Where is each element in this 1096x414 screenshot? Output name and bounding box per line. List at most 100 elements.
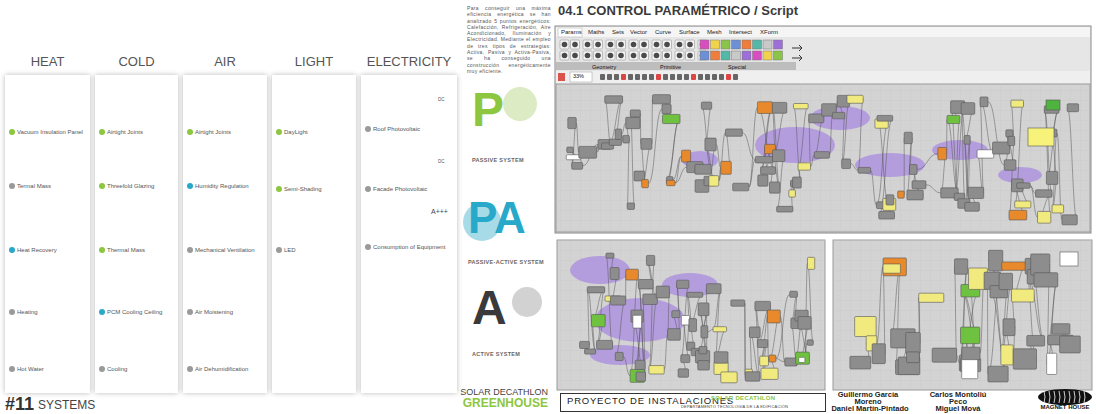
wire	[798, 106, 808, 166]
window-frame	[555, 26, 1091, 233]
component	[701, 102, 711, 109]
component	[731, 300, 745, 306]
wire	[675, 167, 687, 183]
strategy-item: Thermal Mass	[99, 247, 175, 254]
system-column: AIRAirtight JointsHumidity RegulationMec…	[183, 75, 267, 393]
tool-icon	[617, 51, 626, 60]
wire	[961, 109, 965, 197]
view-icon	[698, 74, 703, 80]
component	[709, 176, 719, 187]
script-canvas	[557, 240, 825, 390]
tool-icon	[774, 40, 783, 49]
tool-glyph	[595, 53, 601, 59]
toolbar-label: Special	[728, 64, 746, 70]
tool-icon	[640, 51, 649, 60]
toolbar-label: Vector	[630, 29, 647, 36]
bullet-dot	[9, 366, 15, 372]
component	[796, 352, 810, 364]
wire	[829, 116, 832, 155]
wire	[807, 263, 813, 342]
strategy-label: Mechanical Ventilation	[187, 247, 264, 254]
toolbar-label: Primitive	[660, 64, 681, 70]
strategy-label: Airtight Joints	[99, 129, 175, 136]
strategy-item: Threefold Glazing	[99, 183, 175, 190]
tool-icon	[763, 51, 772, 60]
component	[961, 103, 975, 115]
component	[850, 356, 871, 369]
bullet-dot	[276, 247, 282, 253]
bullet-dot	[99, 366, 105, 372]
component	[585, 349, 596, 354]
component	[793, 177, 802, 188]
component	[907, 190, 923, 200]
wire	[776, 359, 785, 362]
component	[698, 361, 710, 370]
component	[1008, 136, 1015, 145]
component	[642, 179, 649, 187]
sheet-heading: SYSTEMS	[38, 399, 95, 413]
bullet-dot	[9, 247, 15, 253]
wire	[698, 309, 710, 356]
component	[961, 327, 980, 344]
wire	[677, 284, 680, 314]
component	[842, 159, 851, 169]
component	[672, 311, 680, 318]
wire	[675, 156, 682, 183]
component	[1067, 104, 1078, 112]
wire	[1044, 110, 1051, 218]
strategy-label: Air Dehumidification	[187, 366, 264, 373]
credit-name: Guillermo García Moreno	[828, 391, 908, 406]
logo-stripe	[1059, 391, 1060, 403]
component	[962, 357, 978, 378]
component	[977, 150, 994, 158]
column-heading: AIR	[177, 54, 273, 69]
wire	[957, 355, 960, 363]
component	[1062, 215, 1077, 225]
view-icon	[635, 74, 640, 80]
component	[904, 132, 912, 143]
toolbar-label: Intersect	[729, 29, 752, 36]
wire	[891, 269, 901, 339]
toolbar-label: Params	[561, 29, 582, 36]
wire	[883, 267, 885, 354]
logo-stripe	[1084, 391, 1085, 403]
figure-note: DC	[438, 159, 445, 164]
component	[662, 114, 680, 123]
canvas-ground	[556, 84, 1090, 232]
strategy-label: Vacuum Insulation Panel	[9, 129, 87, 136]
tool-glyph	[687, 42, 693, 48]
bullet-dot	[276, 129, 282, 135]
tool-glyph	[572, 53, 578, 59]
tool-icon	[686, 40, 695, 49]
component	[698, 303, 709, 316]
bullet-dot	[365, 186, 371, 192]
system-name: PASSIVE SYSTEM	[472, 157, 524, 164]
component	[872, 344, 885, 364]
strategy-label: Consumption of Equipment	[365, 244, 454, 251]
component	[587, 287, 604, 293]
panel	[1060, 252, 1078, 266]
wire	[677, 284, 681, 334]
component	[638, 280, 653, 289]
component	[907, 352, 920, 363]
wire	[623, 356, 630, 375]
bullet-dot	[187, 366, 193, 372]
component	[1003, 319, 1015, 336]
wire	[749, 332, 752, 374]
view-icon	[628, 74, 633, 80]
bullet-dot	[9, 309, 15, 315]
credit-name: Miguel Mová	[922, 405, 994, 412]
view-icon	[705, 74, 710, 80]
system-name: PASSIVE-ACTIVE SYSTEM	[468, 259, 544, 266]
wire	[947, 119, 958, 192]
component	[772, 102, 787, 113]
wire	[615, 301, 625, 357]
tool-icon	[583, 40, 592, 49]
view-icon	[670, 74, 675, 80]
tab-active	[558, 28, 582, 37]
component	[755, 301, 771, 310]
tool-glyph	[618, 53, 624, 59]
tool-glyph	[608, 53, 614, 59]
component	[666, 180, 675, 185]
wire	[1047, 280, 1058, 364]
